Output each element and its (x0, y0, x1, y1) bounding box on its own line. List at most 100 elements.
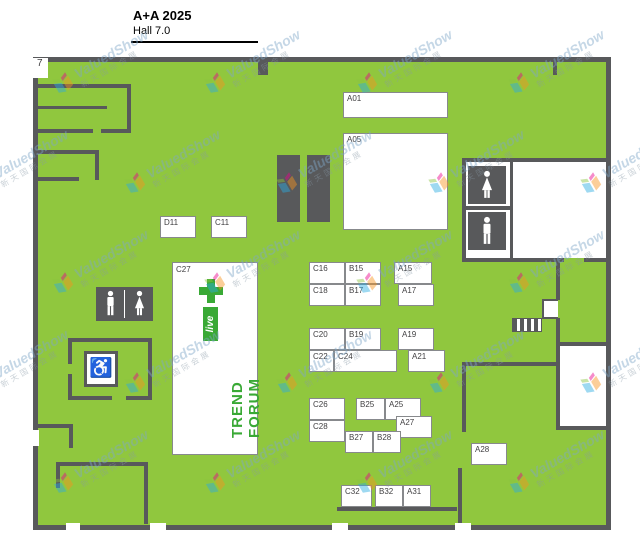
wall (462, 158, 606, 162)
wall (510, 162, 513, 258)
booth-a28[interactable]: A28 (471, 443, 507, 465)
booth-a05[interactable]: A05 (343, 133, 448, 230)
wall (33, 84, 131, 88)
booth-a19[interactable]: A19 (398, 328, 434, 350)
booth-c18[interactable]: C18 (309, 284, 345, 306)
booth-c22[interactable]: C22 (309, 350, 334, 372)
wall (56, 462, 60, 488)
door-gap (455, 523, 471, 531)
valuedshow-logo-icon (0, 0, 1, 3)
restroom-block-women (468, 166, 506, 204)
wall (337, 507, 457, 511)
valuedshow-logo-icon (576, 0, 609, 3)
live-badge: live (203, 307, 218, 341)
wall (148, 338, 152, 400)
wall (33, 129, 93, 133)
booth-b27[interactable]: B27 (345, 431, 373, 453)
watermark-cn: 新天国际会展 (607, 348, 640, 389)
trend-forum-label: TREND FORUM (229, 378, 263, 438)
wheelchair-icon: ♿ (84, 351, 118, 387)
booth-c32[interactable]: C32 (341, 485, 372, 507)
watermark-cn: 新天国际会展 (607, 148, 640, 189)
mens-restroom-icon (103, 290, 118, 318)
wall (556, 318, 560, 344)
wall (462, 158, 466, 262)
mens-restroom-icon (479, 216, 495, 247)
booth-a17[interactable]: A17 (398, 284, 434, 306)
booth-c20[interactable]: C20 (309, 328, 345, 350)
booth-label: C27 (176, 265, 191, 274)
service-room-right (560, 346, 606, 426)
booth-a01[interactable]: A01 (343, 92, 448, 118)
booth-b19[interactable]: B19 (345, 328, 381, 350)
booth-b32[interactable]: B32 (375, 485, 403, 507)
booth-c26[interactable]: C26 (309, 398, 345, 420)
booth-c16[interactable]: C16 (309, 262, 345, 284)
booth-b25[interactable]: B25 (356, 398, 385, 420)
wall (553, 57, 557, 75)
wall (556, 346, 560, 430)
wall (458, 468, 462, 524)
wall (33, 177, 79, 181)
wall (556, 342, 606, 346)
restroom-block-left (96, 287, 153, 321)
door-gap (31, 430, 39, 446)
booth-b28[interactable]: B28 (373, 431, 401, 453)
wall (462, 258, 564, 262)
booth-c28[interactable]: C28 (309, 420, 345, 442)
watermark: ValuedShow 新天国际会展 (120, 0, 228, 3)
valuedshow-logo-icon (424, 0, 457, 3)
watermark: ValuedShow 新天国际会展 (0, 0, 76, 3)
valuedshow-logo-icon (120, 0, 153, 3)
hall-subtitle: Hall 7.0 (133, 25, 171, 37)
watermark: ValuedShow 新天国际会展 (576, 0, 640, 3)
wall-notch (542, 299, 558, 319)
door-gap (332, 523, 348, 531)
womens-restroom-icon (479, 170, 495, 201)
wall (144, 462, 148, 524)
pillar (277, 155, 300, 222)
divider (124, 290, 125, 318)
booth-a27[interactable]: A27 (396, 416, 432, 438)
wall (258, 62, 268, 75)
restroom-block-men (468, 212, 506, 250)
wall (101, 129, 131, 133)
booth-a15[interactable]: A15 (394, 262, 432, 284)
booth-d11[interactable]: D11 (160, 216, 196, 238)
valuedshow-logo-icon (0, 169, 1, 203)
booth-c27-trend-forum[interactable]: C27 live TREND FORUM (172, 262, 263, 455)
wall (68, 338, 152, 342)
wall (462, 362, 558, 366)
wall (95, 150, 99, 180)
wall (33, 150, 99, 154)
wall (56, 462, 148, 466)
door-gap (66, 523, 80, 531)
wall (584, 258, 606, 262)
wall (68, 396, 112, 400)
wall (126, 396, 152, 400)
wall (69, 424, 73, 448)
valuedshow-logo-icon (272, 0, 305, 3)
booth-b15[interactable]: B15 (345, 262, 381, 284)
door-gap (150, 523, 166, 531)
booth-c11[interactable]: C11 (211, 216, 247, 238)
wall (556, 426, 606, 430)
booth-a21[interactable]: A21 (408, 350, 445, 372)
wall (68, 338, 72, 364)
green-cross-icon (199, 279, 223, 303)
booth-a31[interactable]: A31 (403, 485, 431, 507)
wall (462, 362, 466, 432)
wall (462, 206, 510, 210)
wall (556, 262, 560, 300)
booth-b17[interactable]: B17 (345, 284, 381, 306)
wall (33, 424, 73, 428)
page-title: A+A 2025 (133, 8, 192, 23)
stairs-icon (512, 318, 542, 332)
booth-c24[interactable]: C24 (334, 350, 397, 372)
watermark: ValuedShow 新天国际会展 (424, 0, 532, 3)
wall (33, 106, 107, 109)
watermark: ValuedShow 新天国际会展 (272, 0, 380, 3)
hall-corner-label: 7 (33, 58, 48, 78)
title-rule (131, 41, 258, 43)
